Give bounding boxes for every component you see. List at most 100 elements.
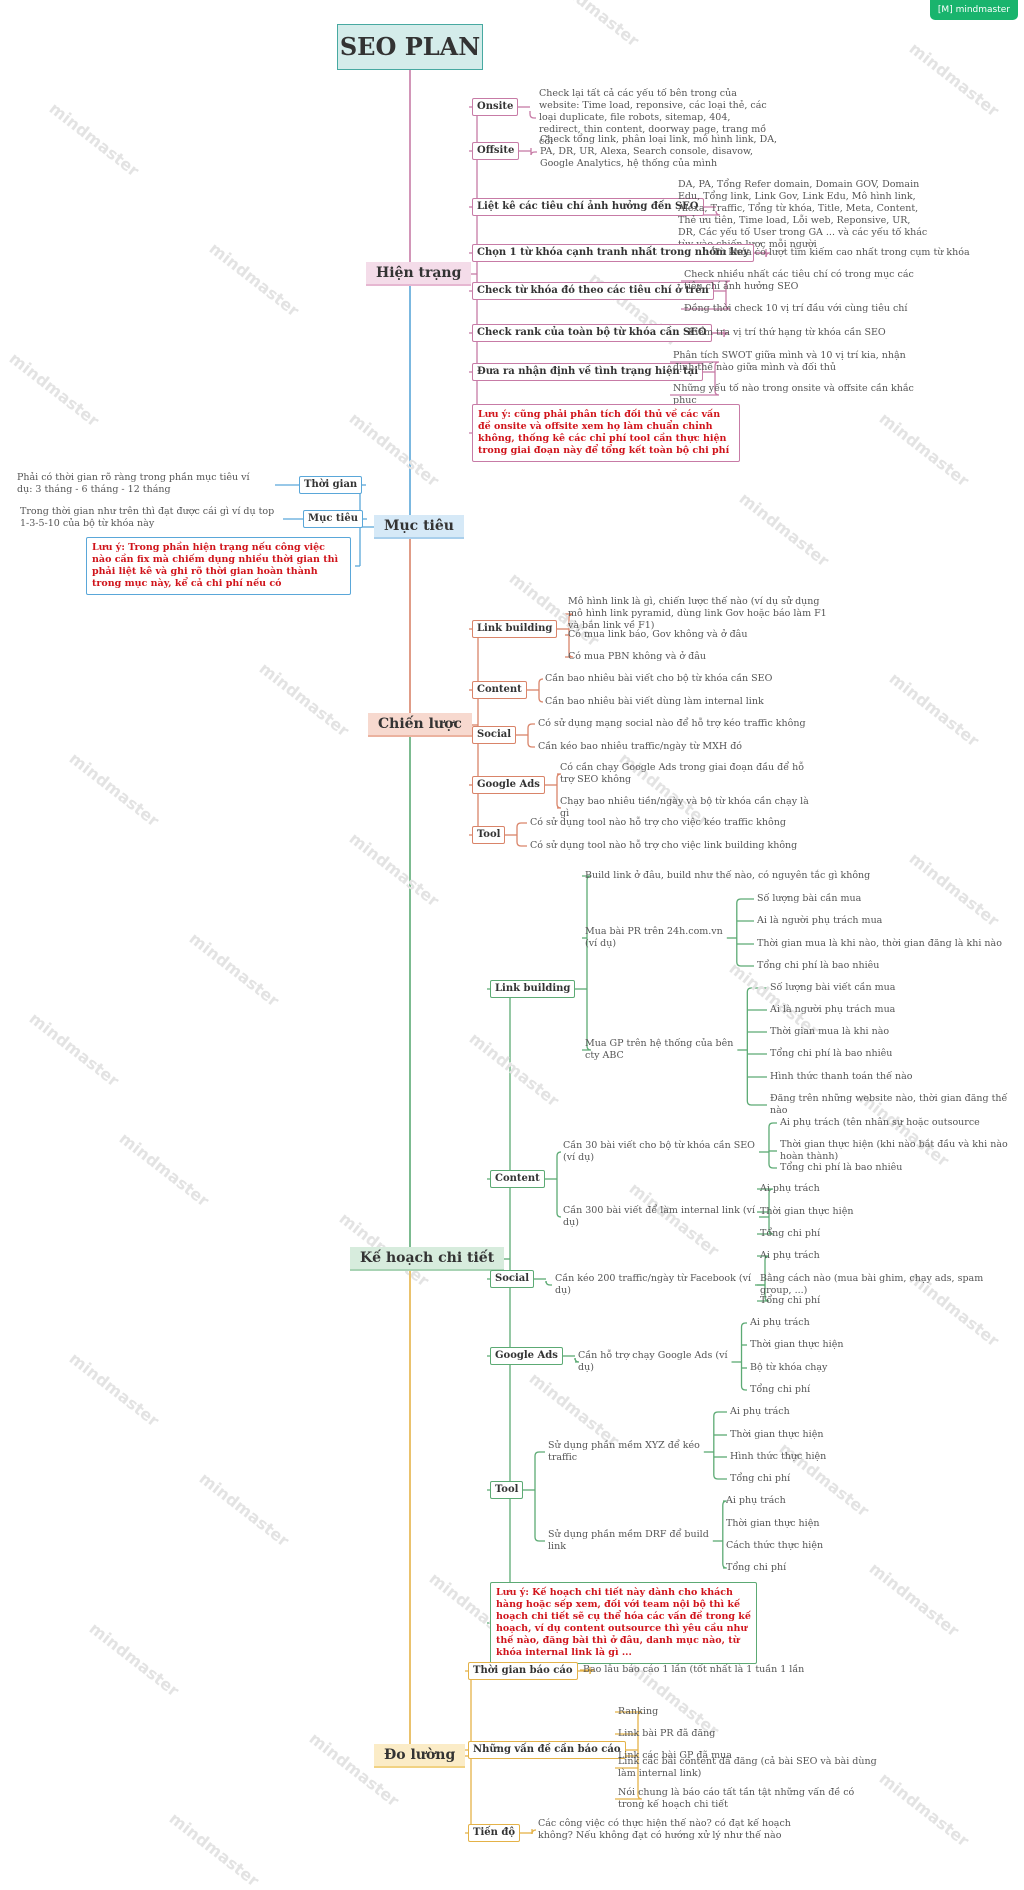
node-kh-link-building[interactable]: Link building <box>490 980 576 998</box>
branch-chien-luoc[interactable]: Chiến lược <box>368 713 472 737</box>
text-tool-2: Có sử dụng tool nào hỗ trợ cho việc link… <box>530 840 798 851</box>
text-kh-tool-b4: Tổng chi phí <box>726 1562 787 1573</box>
text-dl-vd-5: Nói chung là báo cáo tất tần tật những v… <box>618 1787 855 1810</box>
note-ke-hoach[interactable]: Lưu ý: Kế hoạch chi tiết này dành cho kh… <box>490 1582 757 1664</box>
text-kh-so-a2: Bằng cách nào (mua bài ghim, chạy ads, s… <box>760 1273 984 1296</box>
text-check-2: Đồng thời check 10 vị trí đầu với cùng t… <box>684 303 908 314</box>
text-nhan-dinh-2: Những yếu tố nào trong onsite và offsite… <box>673 383 914 406</box>
text-dl-vd-4: Link các bài content đã đăng (cả bài SEO… <box>618 1756 877 1779</box>
text-kh-lb-b4: Tổng chi phí là bao nhiêu <box>757 960 880 971</box>
text-chon-tu-khoa: Từ khóa có lượt tìm kiếm cao nhất trong … <box>713 247 970 258</box>
node-thoi-gian-bao-cao[interactable]: Thời gian báo cáo <box>468 1662 578 1680</box>
branch-ke-hoach[interactable]: Kế hoạch chi tiết <box>350 1247 505 1271</box>
text-dl-tg: Bao lâu báo cáo 1 lần (tốt nhất là 1 tuầ… <box>583 1664 805 1675</box>
node-van-de-bao-cao[interactable]: Những vấn đề cần báo cáo <box>468 1741 626 1759</box>
node-kh-content[interactable]: Content <box>490 1170 545 1188</box>
text-kh-lb-a: Build link ở đâu, build như thế nào, có … <box>585 870 871 881</box>
text-kh-tool-a4: Tổng chi phí <box>730 1473 791 1484</box>
text-kh-lb-b3: Thời gian mua là khi nào, thời gian đăng… <box>757 938 1002 949</box>
text-kh-ct-a1: Ai phụ trách (tên nhân sự hoặc outsource <box>780 1117 980 1128</box>
branch-hien-trang[interactable]: Hiện trạng <box>366 262 472 286</box>
node-thoi-gian[interactable]: Thời gian <box>299 476 363 494</box>
text-kh-ga-a3: Bộ từ khóa chạy <box>750 1362 828 1373</box>
text-kh-tool-b: Sử dụng phần mềm DRF để build link <box>548 1529 709 1552</box>
text-kh-lb-b: Mua bài PR trên 24h.com.vn (ví dụ) <box>585 926 723 949</box>
node-tieu-chi[interactable]: Liệt kê các tiêu chí ảnh hưởng đến SEO <box>472 198 704 216</box>
node-social[interactable]: Social <box>472 726 517 744</box>
text-dl-vd-2: Link bài PR đã đăng <box>618 1728 716 1739</box>
text-kh-tool-a3: Hình thức thực hiện <box>730 1451 827 1462</box>
text-ct-1: Cần bao nhiêu bài viết cho bộ từ khóa cầ… <box>545 673 773 684</box>
text-kh-ct-b1: Ai phụ trách <box>760 1183 820 1194</box>
text-check-rank: Kiểm tra vị trí thứ hạng từ khóa cần SEO <box>688 327 886 338</box>
text-tool-1: Có sử dụng tool nào hỗ trợ cho việc kéo … <box>530 817 786 828</box>
text-so-2: Cần kéo bao nhiêu traffic/ngày từ MXH đó <box>538 741 742 752</box>
text-kh-so-a: Cần kéo 200 traffic/ngày từ Facebook (ví… <box>555 1273 751 1296</box>
text-thoi-gian: Phải có thời gian rõ ràng trong phần mục… <box>17 472 250 495</box>
text-kh-so-a3: Tổng chi phí <box>760 1295 821 1306</box>
text-kh-ct-b3: Tổng chi phí <box>760 1228 821 1239</box>
text-kh-ct-a: Cần 30 bài viết cho bộ từ khóa cần SEO (… <box>563 1140 755 1163</box>
text-kh-tool-b1: Ai phụ trách <box>726 1495 786 1506</box>
text-muc-tieu: Trong thời gian như trên thì đạt được cá… <box>20 506 275 529</box>
text-ct-2: Cần bao nhiêu bài viết dùng làm internal… <box>545 696 764 707</box>
text-kh-tool-a1: Ai phụ trách <box>730 1406 790 1417</box>
text-kh-ga-a4: Tổng chi phí <box>750 1384 811 1395</box>
text-kh-ga-a: Cần hỗ trợ chạy Google Ads (ví dụ) <box>578 1350 728 1373</box>
text-dl-vd-3: Link các bài GP đã mua <box>618 1750 732 1761</box>
text-kh-tool-b3: Cách thức thực hiện <box>726 1540 824 1551</box>
text-lb-2: Có mua link báo, Gov không và ở đâu <box>568 629 748 640</box>
text-lb-1: Mô hình link là gì, chiến lược thế nào (… <box>568 596 827 631</box>
node-muc-tieu[interactable]: Mục tiêu <box>303 510 363 528</box>
branch-do-luong[interactable]: Đo lường <box>374 1744 466 1768</box>
node-tien-do[interactable]: Tiến độ <box>468 1824 521 1842</box>
text-kh-tool-a2: Thời gian thực hiện <box>730 1429 824 1440</box>
node-kh-social[interactable]: Social <box>490 1270 535 1288</box>
text-offsite: Check tổng link, phân loại link, mô hình… <box>540 134 778 169</box>
node-onsite[interactable]: Onsite <box>472 98 519 116</box>
text-kh-lb-b2: Ai là người phụ trách mua <box>757 915 883 926</box>
text-kh-tool-b2: Thời gian thực hiện <box>726 1518 820 1529</box>
map-title[interactable]: SEO PLAN <box>337 24 483 70</box>
text-kh-lb-c4: Tổng chi phí là bao nhiêu <box>770 1048 893 1059</box>
node-link-building[interactable]: Link building <box>472 620 558 638</box>
node-google-ads[interactable]: Google Ads <box>472 776 545 794</box>
text-check-1: Check nhiều nhất các tiêu chí có trong m… <box>684 269 914 292</box>
node-kh-tool[interactable]: Tool <box>490 1481 524 1499</box>
text-ga-2: Chạy bao nhiêu tiền/ngày và bộ từ khóa c… <box>560 796 809 819</box>
text-kh-lb-c3: Thời gian mua là khi nào <box>770 1026 890 1037</box>
text-onsite: Check lại tất cả các yếu tố bên trong củ… <box>539 88 767 147</box>
text-kh-ga-a1: Ai phụ trách <box>750 1317 810 1328</box>
text-kh-ct-b: Cần 300 bài viết để làm internal link (v… <box>563 1205 756 1228</box>
node-kh-google-ads[interactable]: Google Ads <box>490 1347 563 1365</box>
text-kh-tool-a: Sử dụng phần mềm XYZ để kéo traffic <box>548 1440 700 1463</box>
text-dl-vd-1: Ranking <box>618 1706 659 1717</box>
text-tieu-chi: DA, PA, Tổng Refer domain, Domain GOV, D… <box>678 179 928 250</box>
node-offsite[interactable]: Offsite <box>472 142 520 160</box>
note-hien-trang[interactable]: Lưu ý: cũng phải phân tích đối thủ về cá… <box>472 404 740 462</box>
mindmaster-badge[interactable]: [M] mindmaster <box>929 0 1018 20</box>
branch-muc-tieu[interactable]: Mục tiêu <box>374 515 464 539</box>
text-kh-ct-a3: Tổng chi phí là bao nhiêu <box>780 1162 903 1173</box>
text-lb-3: Có mua PBN không và ở đâu <box>568 651 706 662</box>
text-kh-ga-a2: Thời gian thực hiện <box>750 1339 844 1350</box>
node-check-rank[interactable]: Check rank của toàn bộ từ khóa cần SEO <box>472 324 712 342</box>
note-muc-tieu[interactable]: Lưu ý: Trong phần hiện trạng nếu công vi… <box>86 537 351 595</box>
node-content[interactable]: Content <box>472 681 527 699</box>
node-tool[interactable]: Tool <box>472 826 506 844</box>
node-chon-tu-khoa[interactable]: Chọn 1 từ khóa cạnh tranh nhất trong nhó… <box>472 244 755 262</box>
text-kh-ct-a2: Thời gian thực hiện (khi nào bắt đầu và … <box>780 1139 1008 1162</box>
text-kh-lb-c1: Số lượng bài viết cần mua <box>770 982 896 993</box>
text-nhan-dinh-1: Phân tích SWOT giữa mình và 10 vị trí ki… <box>673 350 906 373</box>
text-dl-td: Các công việc có thực hiện thế nào? có đ… <box>538 1818 791 1841</box>
node-nhan-dinh[interactable]: Đưa ra nhận định về tình trạng hiện tại <box>472 363 704 381</box>
text-kh-lb-b1: Số lượng bài cần mua <box>757 893 862 904</box>
text-so-1: Có sử dụng mạng social nào để hỗ trợ kéo… <box>538 718 806 729</box>
node-check-tu-khoa[interactable]: Check từ khóa đó theo các tiêu chí ở trê… <box>472 282 714 300</box>
text-kh-lb-c6: Đăng trên những website nào, thời gian đ… <box>770 1093 1008 1116</box>
text-kh-so-a1: Ai phụ trách <box>760 1250 820 1261</box>
text-kh-ct-b2: Thời gian thực hiện <box>760 1206 854 1217</box>
text-ga-1: Có cần chạy Google Ads trong giai đoạn đ… <box>560 762 805 785</box>
text-kh-lb-c5: Hình thức thanh toán thế nào <box>770 1071 913 1082</box>
text-kh-lb-c2: Ai là người phụ trách mua <box>770 1004 896 1015</box>
